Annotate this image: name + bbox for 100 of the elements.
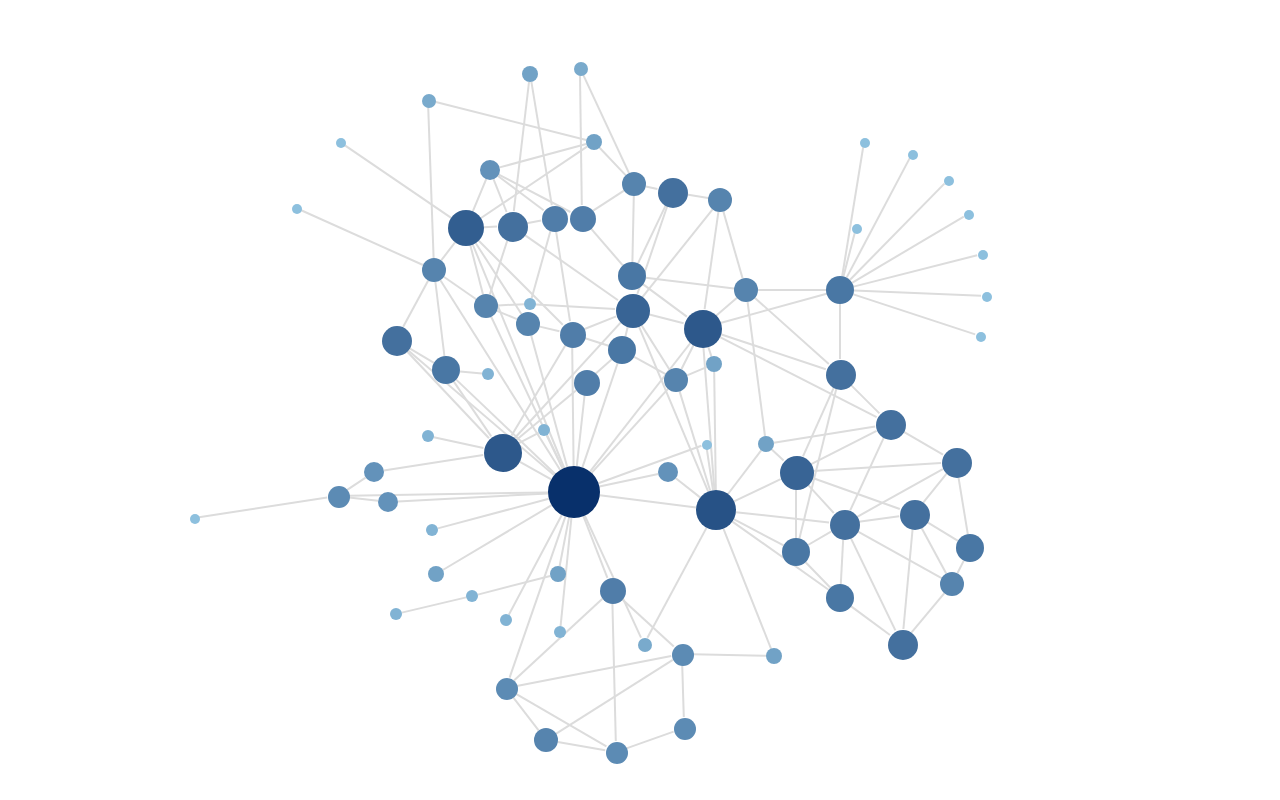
network-node	[378, 492, 398, 512]
network-link	[583, 315, 618, 331]
network-link	[922, 472, 948, 504]
network-link	[754, 297, 830, 365]
network-node	[826, 276, 854, 304]
network-node	[899, 499, 929, 529]
network-link	[733, 478, 782, 503]
network-link	[436, 497, 550, 530]
network-node	[432, 356, 460, 384]
network-node	[548, 466, 600, 518]
network-node	[734, 278, 758, 302]
network-link	[497, 173, 572, 213]
network-node	[573, 369, 599, 395]
network-link	[512, 81, 530, 213]
network-link	[692, 653, 767, 657]
network-node	[534, 728, 558, 752]
network-link	[525, 219, 543, 225]
network-link	[434, 281, 446, 357]
network-link	[299, 209, 424, 266]
network-link	[715, 296, 738, 317]
network-node	[758, 436, 774, 452]
network-link	[798, 387, 838, 540]
network-link	[746, 301, 766, 437]
network-link	[802, 386, 835, 458]
network-link	[511, 695, 540, 732]
network-node	[541, 205, 567, 231]
network-link	[598, 473, 660, 488]
network-link	[678, 390, 712, 492]
network-link	[597, 444, 703, 485]
network-link	[400, 596, 468, 614]
network-node	[779, 455, 813, 489]
network-node	[875, 409, 905, 439]
network-link	[902, 528, 914, 630]
network-link	[845, 157, 911, 279]
network-link	[637, 204, 667, 265]
network-link	[530, 229, 552, 300]
network-node	[189, 513, 199, 523]
network-link	[590, 387, 669, 474]
network-node	[782, 538, 810, 566]
network-node	[887, 629, 917, 659]
network-link	[523, 233, 619, 302]
network-link	[640, 323, 671, 371]
network-link	[476, 575, 552, 596]
network-node	[428, 566, 444, 582]
network-node	[859, 137, 869, 147]
network-link	[849, 536, 897, 632]
network-link	[439, 279, 562, 471]
network-node	[637, 637, 651, 651]
network-node	[497, 211, 527, 241]
network-link	[559, 516, 573, 627]
network-node	[495, 677, 517, 699]
network-node	[381, 325, 411, 355]
network-link	[857, 515, 901, 523]
network-link	[452, 380, 493, 438]
network-link	[642, 283, 688, 318]
network-link	[594, 358, 613, 375]
network-node	[573, 61, 587, 75]
network-link	[545, 434, 564, 470]
network-node	[605, 741, 627, 763]
network-link	[598, 494, 698, 509]
network-link	[719, 292, 828, 324]
network-link	[492, 178, 508, 213]
network-link	[849, 436, 885, 512]
network-link	[582, 73, 630, 175]
network-node	[482, 368, 494, 380]
network-link	[433, 100, 588, 141]
network-node	[421, 93, 435, 107]
network-link	[722, 527, 772, 650]
network-node	[683, 309, 721, 347]
network-link	[719, 333, 827, 371]
network-node	[657, 177, 687, 207]
network-node	[522, 66, 538, 82]
network-link	[851, 215, 965, 284]
network-node	[825, 359, 855, 389]
network-link	[471, 243, 566, 469]
network-node	[524, 298, 536, 310]
network-link	[620, 597, 675, 648]
network-link	[702, 346, 716, 491]
network-node	[550, 566, 566, 582]
network-link	[581, 362, 619, 469]
network-link	[558, 516, 570, 568]
network-link	[471, 178, 488, 213]
network-link	[722, 210, 744, 280]
network-link	[807, 530, 832, 546]
network-link	[459, 370, 483, 375]
network-link	[477, 239, 564, 326]
network-link	[842, 231, 856, 278]
network-link	[850, 605, 891, 636]
network-node	[673, 717, 695, 739]
network-link	[703, 210, 720, 311]
network-link	[644, 276, 735, 290]
network-link	[853, 289, 982, 297]
network-link	[555, 658, 674, 735]
network-node	[599, 577, 625, 603]
network-link	[772, 425, 877, 444]
network-link	[731, 520, 830, 591]
network-node	[448, 210, 484, 246]
network-link	[806, 483, 835, 514]
network-link	[515, 389, 577, 441]
network-link	[732, 518, 785, 547]
